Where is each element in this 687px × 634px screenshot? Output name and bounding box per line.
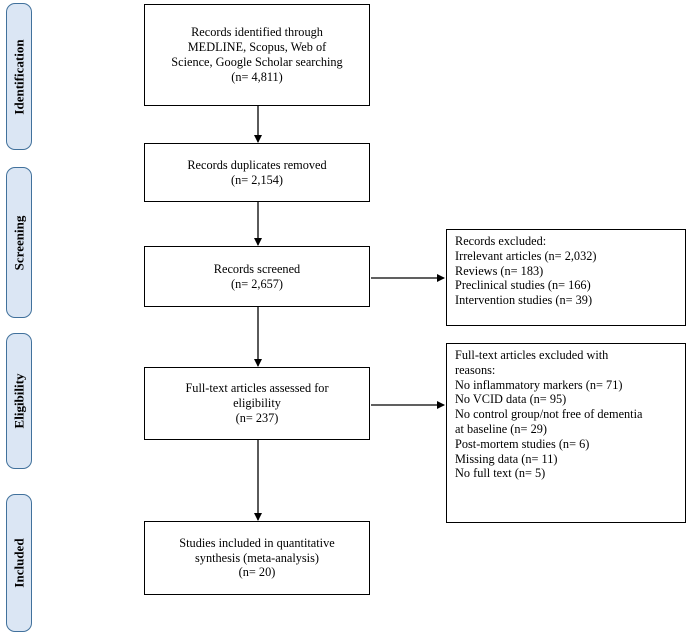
box-records-identified: Records identified through MEDLINE, Scop… bbox=[144, 4, 370, 106]
box-fulltext-assessed: Full-text articles assessed for eligibil… bbox=[144, 367, 370, 440]
box-records-excluded: Records excluded: Irrelevant articles (n… bbox=[446, 229, 686, 326]
box-duplicates-removed: Records duplicates removed (n= 2,154) bbox=[144, 143, 370, 202]
stage-included: Included bbox=[6, 494, 32, 632]
box-fulltext-excluded: Full-text articles excluded with reasons… bbox=[446, 343, 686, 523]
stage-screening: Screening bbox=[6, 167, 32, 318]
stage-identification: Identification bbox=[6, 3, 32, 150]
box-studies-included: Studies included in quantitative synthes… bbox=[144, 521, 370, 595]
box-records-screened: Records screened (n= 2,657) bbox=[144, 246, 370, 307]
stage-eligibility: Eligibility bbox=[6, 333, 32, 469]
